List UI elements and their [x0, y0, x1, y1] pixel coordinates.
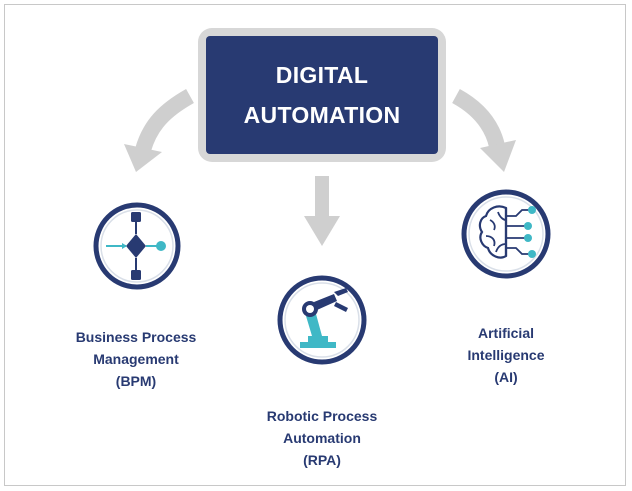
ai-label-line-3: (AI) [494, 369, 518, 385]
robotic-arm-icon [277, 275, 367, 365]
bpm-label: Business Process Management (BPM) [66, 326, 206, 392]
arrow-head-bpm [124, 144, 162, 172]
rpa-label-line-3: (RPA) [303, 452, 341, 468]
rpa-label: Robotic Process Automation (RPA) [247, 405, 397, 471]
arrow-to-ai [451, 88, 505, 149]
digital-automation-box: DIGITAL AUTOMATION [198, 28, 446, 162]
digital-automation-title: DIGITAL AUTOMATION [206, 36, 438, 154]
arrow-head-ai [480, 140, 516, 172]
bpm-label-line-3: (BPM) [115, 373, 157, 389]
title-line-2: AUTOMATION [243, 102, 401, 128]
rpa-label-line-1: Robotic Process [266, 408, 378, 424]
bpm-label-line-2: Management [93, 351, 179, 367]
title-line-1: DIGITAL [275, 62, 369, 88]
arrow-head-rpa [304, 216, 340, 246]
ai-label-line-2: Intelligence [467, 347, 545, 363]
rpa-node [276, 262, 368, 383]
diagram-frame [4, 4, 626, 486]
process-flow-icon [93, 202, 181, 290]
ai-label-line-1: Artificial [477, 325, 534, 341]
rpa-label-line-2: Automation [283, 430, 361, 446]
ai-label: Artificial Intelligence (AI) [436, 322, 576, 388]
bpm-node [92, 188, 184, 309]
bpm-label-line-1: Business Process [75, 329, 197, 345]
ai-node [460, 176, 552, 297]
arrow-to-bpm [135, 89, 195, 153]
brain-circuit-icon [461, 189, 551, 279]
arrow-to-rpa [315, 176, 329, 218]
